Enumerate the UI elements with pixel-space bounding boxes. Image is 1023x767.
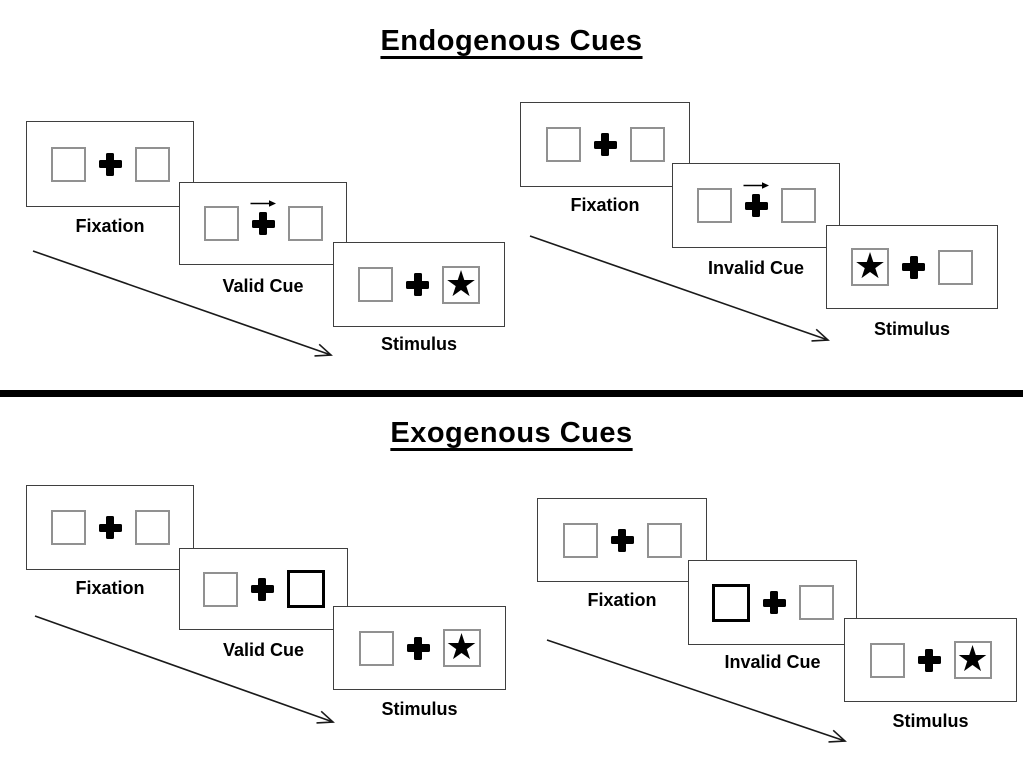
exogenous-invalid-stimulus-panel: ★ (844, 618, 1017, 702)
star-icon: ★ (853, 245, 887, 286)
fixation-cross-icon (98, 516, 122, 539)
endogenous-section-title: Endogenous Cues (0, 25, 1023, 58)
fixation-cross-icon (902, 255, 925, 279)
timeline-arrow-icon (546, 639, 847, 743)
exogenous-valid-cue-panel (179, 548, 348, 630)
cue-arrow-right-icon (743, 182, 769, 189)
left-box (545, 127, 581, 162)
left-box (358, 630, 394, 666)
left-box (696, 188, 732, 223)
central-cue (743, 182, 769, 217)
panel-label: Fixation (75, 578, 145, 598)
fixation-cross-icon (917, 648, 941, 672)
fixation-cross-icon (593, 133, 617, 156)
exogenous-invalid-fixation-panel (537, 498, 707, 582)
endogenous-invalid-stimulus-panel: ★ (826, 225, 998, 309)
star-icon: ★ (444, 262, 478, 304)
exogenous-invalid-cue-panel (688, 560, 857, 645)
panel-label: Fixation (570, 195, 640, 215)
exogenous-valid-fixation-panel (26, 485, 194, 570)
panel-label: Fixation (587, 590, 657, 610)
exogenous-section-title: Exogenous Cues (0, 417, 1023, 450)
right-box (798, 585, 834, 620)
timeline-arrow-icon (34, 615, 335, 724)
panel-label: Valid Cue (222, 640, 305, 660)
right-box (134, 146, 170, 182)
left-box-with-star: ★ (851, 248, 889, 286)
panel-label: Stimulus (381, 699, 458, 719)
star-icon: ★ (956, 638, 989, 679)
endogenous-valid-cue-panel (179, 182, 347, 265)
right-box-with-star: ★ (442, 626, 481, 667)
fixation-cross-icon (98, 152, 122, 176)
left-box (202, 571, 238, 607)
panel-label: Valid Cue (222, 276, 304, 296)
endogenous-valid-stimulus-panel: ★ (333, 242, 505, 327)
endogenous-invalid-fixation-panel (520, 102, 690, 187)
left-box (358, 267, 393, 302)
exogenous-valid-stimulus-panel: ★ (333, 606, 506, 690)
left-box (203, 206, 239, 241)
panel-label: Stimulus (892, 711, 969, 731)
section-title-text: Endogenous Cues (380, 25, 643, 57)
section-title-text: Exogenous Cues (390, 417, 633, 449)
right-box (938, 249, 973, 285)
fixation-cross-icon (250, 577, 274, 601)
endogenous-valid-fixation-panel (26, 121, 194, 207)
fixation-cross-icon (406, 273, 429, 296)
fixation-cross-icon (406, 636, 430, 660)
left-box (50, 510, 86, 545)
fixation-cross-icon (762, 591, 786, 614)
panel-label: Stimulus (873, 319, 950, 339)
right-box (629, 127, 665, 162)
right-box-thick-cue (286, 570, 325, 608)
section-divider (0, 390, 1023, 397)
right-box-with-star: ★ (953, 638, 992, 679)
left-box (50, 146, 86, 182)
endogenous-invalid-cue-panel (672, 163, 840, 248)
right-box (287, 206, 323, 241)
left-box-thick-cue (711, 583, 750, 622)
cue-arrow-right-icon (250, 200, 276, 207)
panel-label: Invalid Cue (707, 258, 805, 278)
right-box-with-star: ★ (442, 262, 480, 304)
central-cue (250, 200, 276, 235)
right-box (646, 522, 682, 558)
panel-label: Fixation (75, 216, 145, 236)
panel-label: Invalid Cue (724, 652, 821, 672)
right-box (134, 510, 170, 545)
left-box (869, 642, 905, 678)
star-icon: ★ (445, 626, 478, 667)
timeline-arrow-icon (32, 250, 333, 357)
left-box (562, 522, 598, 558)
panel-label: Stimulus (380, 334, 457, 354)
timeline-arrow-icon (529, 235, 830, 342)
right-box (780, 188, 816, 223)
fixation-cross-icon (610, 528, 634, 552)
